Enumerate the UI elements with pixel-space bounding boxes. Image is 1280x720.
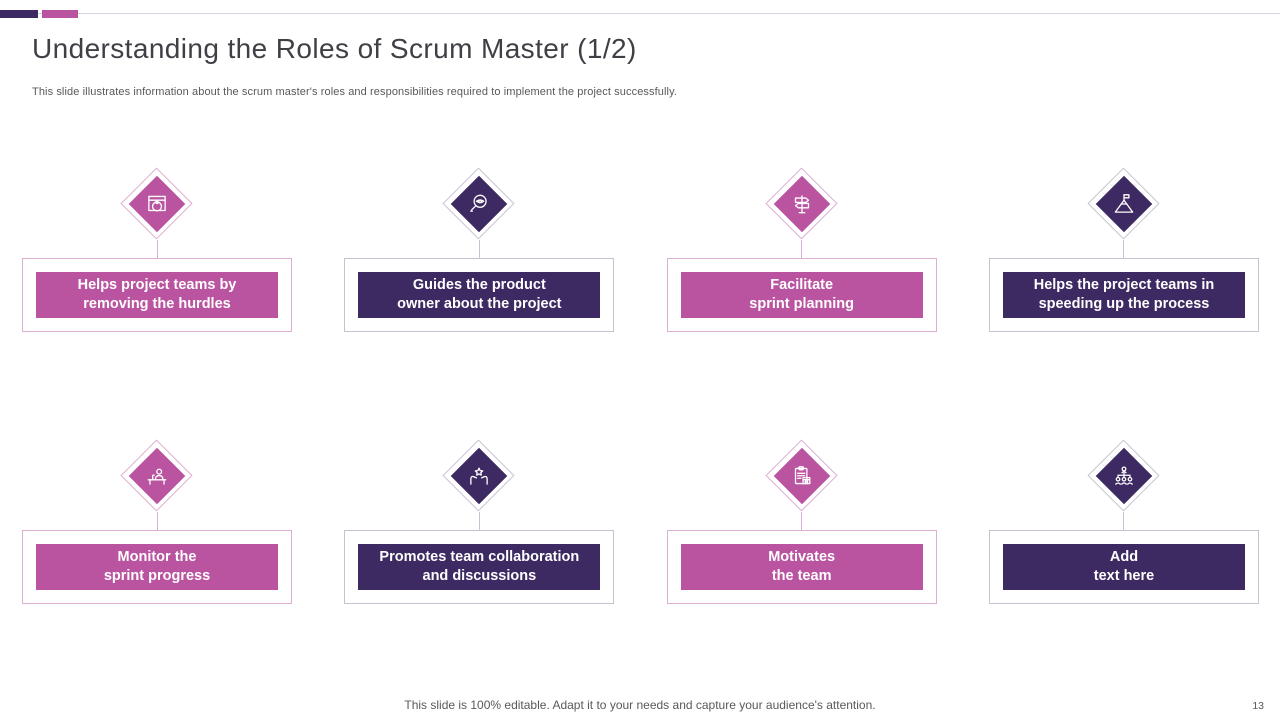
role-card-add-text: Add text here <box>988 439 1259 604</box>
role-card-motivates-team: Motivates the team <box>666 439 937 604</box>
role-diamond <box>765 439 838 512</box>
top-divider-line <box>0 13 1280 14</box>
role-diamond <box>765 167 838 240</box>
connector-line <box>156 512 158 530</box>
connector-line <box>1123 512 1125 530</box>
page-title: Understanding the Roles of Scrum Master … <box>32 33 637 64</box>
role-box-frame: Promotes team collaboration and discussi… <box>344 530 615 604</box>
footer-note: This slide is 100% editable. Adapt it to… <box>404 698 876 712</box>
page-number: 13 <box>1252 700 1264 712</box>
roles-row-2: Monitor the sprint progress <box>22 439 1259 604</box>
role-box-frame: Facilitate sprint planning <box>666 258 937 332</box>
role-diamond <box>1087 167 1160 240</box>
accent-bar-purple <box>0 10 38 18</box>
role-label: Motivates the team <box>680 544 923 590</box>
role-label: Guides the product owner about the proje… <box>358 272 601 318</box>
role-card-team-collaboration: Promotes team collaboration and discussi… <box>344 439 615 604</box>
role-label: Promotes team collaboration and discussi… <box>358 544 601 590</box>
role-diamond <box>442 439 515 512</box>
clipboard-checklist-icon <box>794 466 811 485</box>
role-diamond <box>1087 439 1160 512</box>
role-diamond <box>120 439 193 512</box>
role-label: Monitor the sprint progress <box>36 544 278 590</box>
role-card-speed-up-process: Helps the project teams in speeding up t… <box>988 167 1259 332</box>
role-card-monitor-progress: Monitor the sprint progress <box>22 439 292 604</box>
signpost-icon <box>794 195 809 214</box>
accent-bar-pink <box>42 10 78 18</box>
role-label: Helps project teams by removing the hurd… <box>36 272 278 318</box>
wrecking-ball-icon <box>148 195 166 212</box>
magnifier-eye-icon <box>470 194 488 212</box>
role-card-remove-hurdles: Helps project teams by removing the hurd… <box>22 167 292 332</box>
role-label: Helps the project teams in speeding up t… <box>1002 272 1245 318</box>
connector-line <box>801 512 803 530</box>
connector-line <box>156 240 158 258</box>
connector-line <box>478 512 480 530</box>
roles-row-1: Helps project teams by removing the hurd… <box>22 167 1259 332</box>
role-card-sprint-planning: Facilitate sprint planning <box>666 167 937 332</box>
role-diamond <box>442 167 515 240</box>
role-card-guides-owner: Guides the product owner about the proje… <box>344 167 615 332</box>
role-box-frame: Helps project teams by removing the hurd… <box>22 258 292 332</box>
slide-subtitle: This slide illustrates information about… <box>32 86 678 98</box>
role-box-frame: Monitor the sprint progress <box>22 530 292 604</box>
hands-holding-star-icon <box>470 467 489 485</box>
person-at-desk-icon <box>147 468 167 485</box>
role-box-frame: Add text here <box>988 530 1259 604</box>
mountain-flag-icon <box>1114 194 1134 213</box>
role-label: Add text here <box>1002 544 1245 590</box>
role-box-frame: Motivates the team <box>666 530 937 604</box>
role-diamond <box>120 167 193 240</box>
connector-line <box>801 240 803 258</box>
org-chart-icon <box>1115 466 1133 485</box>
role-box-frame: Guides the product owner about the proje… <box>344 258 615 332</box>
connector-line <box>478 240 480 258</box>
role-box-frame: Helps the project teams in speeding up t… <box>988 258 1259 332</box>
connector-line <box>1123 240 1125 258</box>
role-label: Facilitate sprint planning <box>680 272 923 318</box>
